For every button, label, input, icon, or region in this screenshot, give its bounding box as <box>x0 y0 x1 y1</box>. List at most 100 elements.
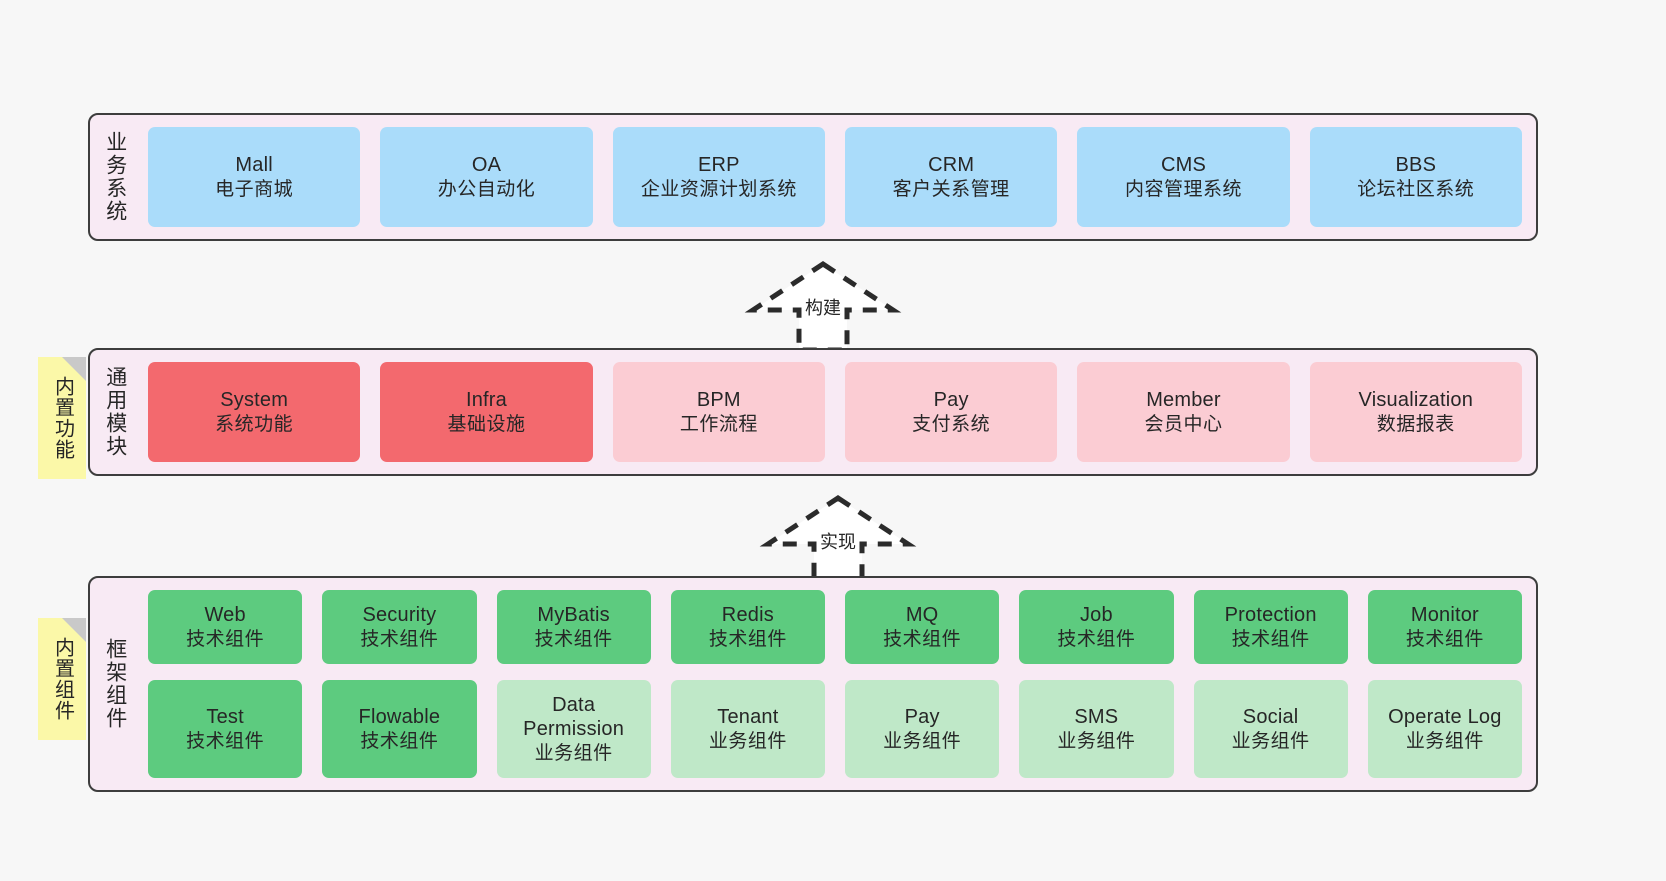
cell-title: Mall <box>235 154 273 177</box>
cell-subtitle: 技术组件 <box>1057 628 1136 650</box>
cell-title: MyBatis <box>537 604 610 627</box>
cell-subtitle: 支付系统 <box>912 413 991 435</box>
cell-subtitle: 技术组件 <box>360 628 439 650</box>
cell-title: Job <box>1079 604 1113 627</box>
cell-title: CMS <box>1160 154 1206 177</box>
cell-title: BPM <box>696 389 741 412</box>
cell-title: Infra <box>465 389 507 412</box>
cell-subtitle: 客户关系管理 <box>892 178 1010 200</box>
cell-subtitle: 技术组件 <box>360 730 439 752</box>
build-arrow-icon <box>744 261 902 353</box>
cell-title: Redis <box>721 604 774 627</box>
note-fold-corner-icon <box>62 618 86 642</box>
cell-subtitle: 技术组件 <box>186 730 265 752</box>
layer-business-system-title: 业务系统 <box>103 131 127 223</box>
cell-title: Security <box>362 604 437 627</box>
sticky-note-builtin-components: 内置组件 <box>38 618 86 740</box>
cell-title: System <box>220 389 289 412</box>
cell-subtitle: 业务组件 <box>1231 730 1310 752</box>
cell-title: Flowable <box>358 706 441 729</box>
connector-build-label: 构建 <box>805 298 841 318</box>
cell-title: Protection <box>1224 604 1317 627</box>
layer-framework-components-title: 框架组件 <box>103 638 127 730</box>
connector-implement-label: 实现 <box>820 532 856 552</box>
cell-title: BBS <box>1395 154 1437 177</box>
cell-title: Pay <box>933 389 969 412</box>
cell-subtitle: 业务组件 <box>883 730 962 752</box>
cell-title: Social <box>1242 706 1299 729</box>
sticky-note-builtin-features-label: 内置功能 <box>51 376 74 460</box>
cell-title: CRM <box>928 154 975 177</box>
cell-title: Monitor <box>1410 604 1479 627</box>
cell-title: OA <box>471 154 502 177</box>
connector-build: 构建 <box>743 258 903 354</box>
cell-subtitle: 电子商城 <box>215 178 294 200</box>
cell-subtitle: 工作流程 <box>679 413 758 435</box>
connector-implement: 实现 <box>758 492 918 588</box>
cell-title: SMS <box>1074 706 1119 729</box>
cell-subtitle: 论坛社区系统 <box>1357 178 1475 200</box>
cell-subtitle: 技术组件 <box>186 628 265 650</box>
cell-title: Operate Log <box>1388 706 1502 729</box>
sticky-note-builtin-features: 内置功能 <box>38 357 86 479</box>
cell-subtitle: 办公自动化 <box>437 178 536 200</box>
cell-subtitle: 业务组件 <box>1057 730 1136 752</box>
cell-subtitle: 技术组件 <box>708 628 787 650</box>
cell-subtitle: 业务组件 <box>708 730 787 752</box>
cell-subtitle: 业务组件 <box>534 742 613 764</box>
sticky-note-builtin-components-label: 内置组件 <box>51 637 74 721</box>
cell-subtitle: 技术组件 <box>883 628 962 650</box>
implement-arrow-icon <box>759 495 917 587</box>
cell-subtitle: 技术组件 <box>1231 628 1310 650</box>
cell-subtitle: 内容管理系统 <box>1124 178 1242 200</box>
cell-subtitle: 业务组件 <box>1405 730 1484 752</box>
cell-subtitle: 基础设施 <box>447 413 526 435</box>
note-fold-corner-icon <box>62 357 86 381</box>
cell-title: Tenant <box>717 706 779 729</box>
cell-subtitle: 技术组件 <box>534 628 613 650</box>
cell-title: Member <box>1146 389 1221 412</box>
cell-title: Pay <box>904 706 940 729</box>
cell-subtitle: 技术组件 <box>1405 628 1484 650</box>
cell-title: MQ <box>905 604 939 627</box>
cell-subtitle: 企业资源计划系统 <box>640 178 797 200</box>
layer-common-module-title: 通用模块 <box>103 366 127 458</box>
